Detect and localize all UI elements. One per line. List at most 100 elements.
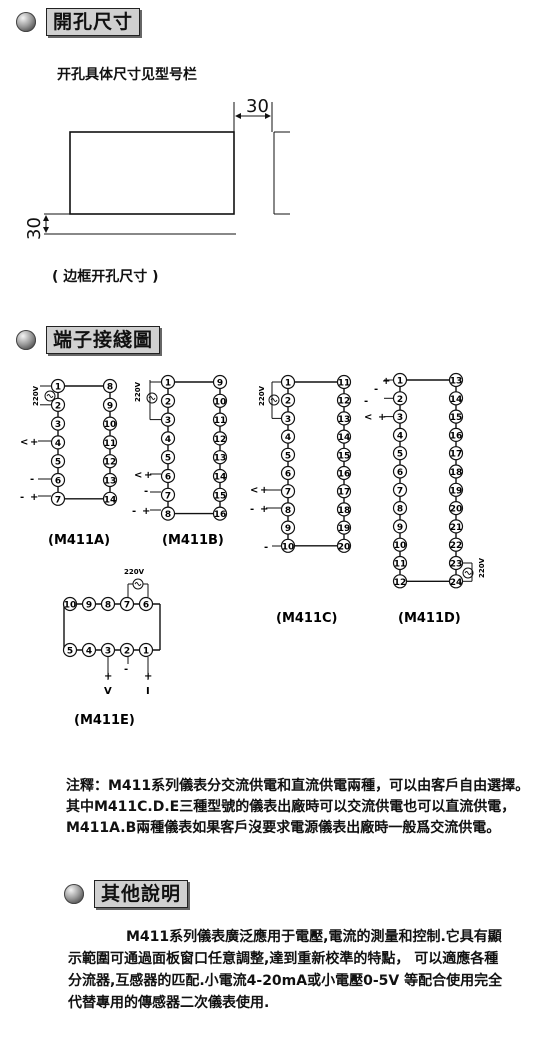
terminal [102, 397, 118, 412]
terminal-number: 4 [86, 647, 92, 657]
terminal [336, 374, 352, 390]
terminal-number: 2 [165, 397, 171, 407]
terminal-number: 5 [67, 647, 73, 657]
terminal [102, 435, 118, 450]
terminal-number: 16 [450, 431, 463, 441]
terminal-number: 23 [450, 560, 463, 570]
terminal [392, 372, 408, 388]
terminal-number: 20 [450, 505, 463, 515]
terminal-number: 5 [165, 454, 171, 464]
terminal [280, 447, 296, 462]
terminal-number: 3 [105, 647, 111, 657]
terminal-number: 17 [338, 488, 351, 498]
terminal [280, 374, 296, 390]
terminal [448, 372, 464, 388]
terminal [50, 378, 66, 394]
terminal-number: 10 [394, 541, 407, 551]
terminal [448, 482, 464, 497]
terminal [336, 484, 352, 499]
cutout-caption: ( 边框开孔尺寸 ) [52, 269, 159, 285]
section-title-cutout: 開孔尺寸 [46, 8, 141, 36]
terminal-number: 19 [450, 486, 463, 496]
terminal-number: 7 [55, 495, 61, 505]
terminal [392, 501, 408, 516]
bullet-icon [16, 12, 36, 32]
terminal-number: 3 [397, 413, 403, 423]
terminal-number: 14 [338, 433, 351, 443]
supply-label: 220V [124, 568, 145, 576]
terminal-number: 10 [64, 601, 77, 611]
cutout-rect [69, 131, 235, 215]
cutout-note: 开孔具体尺寸见型号栏 [57, 67, 197, 83]
wire-label: - [364, 396, 368, 407]
terminal [280, 465, 296, 481]
terminal [50, 397, 66, 412]
terminal [212, 374, 228, 390]
terminal [448, 446, 464, 461]
terminal [160, 450, 176, 465]
terminal-number: 6 [165, 473, 171, 483]
terminal [212, 450, 228, 465]
section-header-wiring: 端子接綫圖 [16, 326, 161, 354]
terminal [81, 596, 97, 612]
terminal [138, 596, 154, 612]
terminal [119, 596, 135, 612]
terminal-number: 7 [124, 601, 130, 611]
wire-label: - [250, 504, 254, 515]
terminal-number: 1 [55, 383, 61, 393]
terminal [392, 391, 408, 406]
wire-label: - [30, 474, 34, 485]
terminal-number: 13 [104, 477, 117, 487]
terminal [212, 393, 228, 408]
terminal [212, 506, 228, 521]
terminal-number: 18 [338, 506, 351, 516]
wire-label: + [144, 671, 152, 682]
terminal-number: 3 [285, 415, 291, 425]
terminal-number: 15 [338, 451, 351, 461]
terminal-number: 20 [338, 542, 351, 552]
wire-label: < [364, 412, 372, 423]
wiring-diagrams: 1234567891011121314220V<+--+123456789101… [20, 372, 486, 728]
terminal-number: 6 [285, 470, 291, 480]
wire-label: + [382, 376, 390, 387]
terminal [448, 409, 464, 424]
terminal [119, 642, 135, 658]
terminal [336, 502, 352, 517]
wire-label: - [144, 486, 148, 497]
wire-label: + [30, 492, 38, 503]
terminal-number: 6 [397, 468, 403, 478]
terminal [392, 427, 408, 443]
terminal [160, 468, 176, 484]
terminal-number: 9 [86, 601, 92, 611]
terminal-number: 4 [397, 431, 403, 441]
model-label-e: (M411E) [74, 713, 135, 728]
terminal-number: 14 [450, 395, 463, 405]
terminal [280, 393, 296, 408]
supply-label: 220V [478, 557, 486, 578]
terminal [102, 454, 118, 469]
wire-label: < [20, 437, 28, 448]
terminal-number: 8 [105, 601, 111, 611]
description-text: M411系列儀表廣泛應用于電壓,電流的測量和控制.它具有顯示範圍可通過面板窗口任… [68, 929, 503, 1011]
terminal [62, 596, 78, 612]
terminal [50, 416, 66, 431]
terminal-number: 14 [104, 495, 117, 505]
terminal-number: 18 [450, 468, 463, 478]
terminal-number: 10 [104, 420, 117, 430]
terminal-number: 17 [450, 450, 463, 460]
terminal-number: 7 [285, 488, 291, 498]
wire-label: + [144, 470, 152, 481]
sine-wave-icon [46, 394, 54, 398]
terminal-number: 9 [397, 523, 403, 533]
terminal-number: 13 [450, 377, 463, 387]
dim-left-label: 30 [24, 217, 45, 240]
terminal [138, 642, 154, 658]
wire-label: + [378, 412, 386, 423]
terminal [62, 642, 78, 658]
terminal-number: 11 [338, 379, 351, 389]
terminal [448, 391, 464, 406]
wire-label: < [134, 470, 142, 481]
terminal [160, 431, 176, 446]
terminal-number: 5 [397, 450, 403, 460]
terminal-number: 4 [55, 439, 61, 449]
